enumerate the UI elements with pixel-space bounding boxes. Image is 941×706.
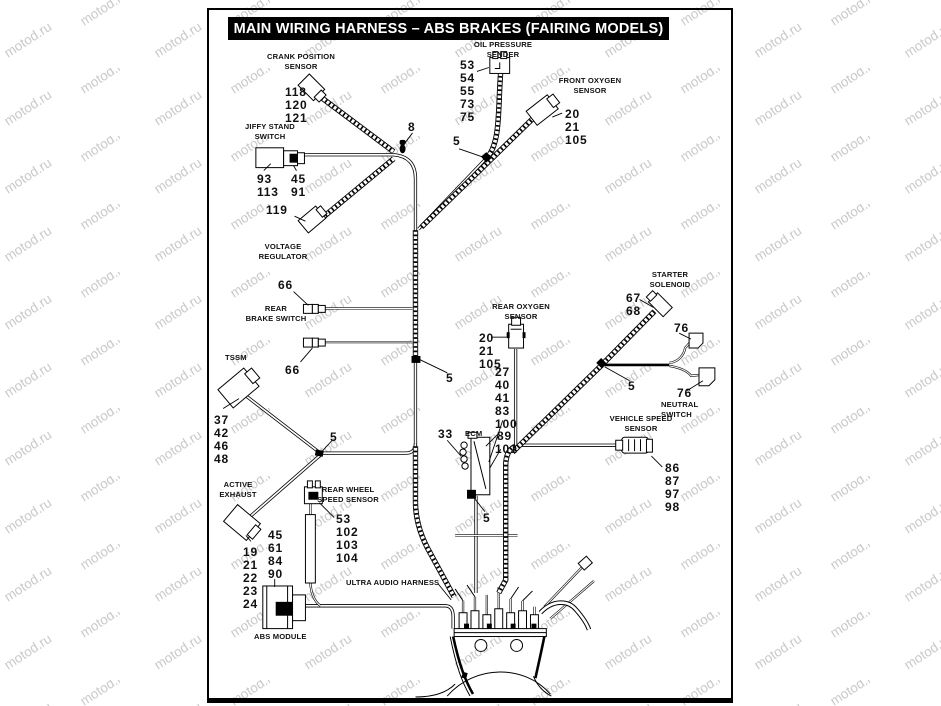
jiffy-stand-switch-connector — [255, 147, 305, 169]
leader-lines — [222, 67, 704, 601]
callout-crank-position-sensor: 118 120 121 — [285, 85, 308, 125]
clip-5-starter — [596, 358, 607, 369]
label-rear-wheel-speed-sensor: REAR WHEEL SPEED SENSOR — [317, 485, 379, 504]
callout-front-oxygen-sensor: 20 21 105 — [565, 107, 588, 147]
fender-outline — [415, 636, 552, 698]
active-exhaust-connector — [222, 503, 262, 542]
callout-66-lower: 66 — [285, 363, 300, 377]
harness-drawing — [217, 51, 716, 698]
label-active-exhaust: ACTIVE EXHAUST — [219, 480, 257, 499]
callout-oil-pressure-sender: 53 54 55 73 75 — [460, 58, 475, 124]
starter-solenoid-connector — [645, 290, 673, 318]
diagram-title: MAIN WIRING HARNESS – ABS BRAKES (FAIRIN… — [228, 17, 669, 40]
callout-rear-wheel-speed-sensor: 53 102 103 104 — [336, 512, 359, 565]
label-ultra-audio-harness: ULTRA AUDIO HARNESS — [346, 578, 440, 587]
callout-rear-oxygen-sensor: 20 21 105 — [479, 331, 502, 371]
callout-tssm: 37 42 46 48 — [214, 413, 229, 466]
label-oil-pressure-sender: OIL PRESSURE SENDER — [473, 40, 533, 59]
neutral-switch-connector-upper — [688, 332, 704, 349]
braided-conduits — [316, 71, 657, 599]
callout-5-tssm: 5 — [330, 430, 338, 444]
callout-33: 33 — [438, 427, 453, 441]
callout-76-lower: 76 — [677, 386, 692, 400]
callout-66-upper: 66 — [278, 278, 293, 292]
main-connector-block — [453, 608, 547, 679]
label-voltage-regulator: VOLTAGE REGULATOR — [258, 242, 308, 261]
rear-oxygen-sensor-connector — [506, 316, 526, 349]
crank-position-sensor-connector — [297, 73, 327, 103]
callout-jiffy-left: 93 113 — [257, 172, 279, 199]
clip-5-oil — [481, 152, 492, 163]
callout-101: 101 — [495, 442, 518, 456]
label-neutral-switch: NEUTRAL SWITCH — [661, 400, 699, 419]
rear-brake-switch-connector-lower — [302, 337, 326, 348]
diagram-frame: MAIN WIRING HARNESS – ABS BRAKES (FAIRIN… — [207, 8, 733, 703]
label-tssm: TSSM — [225, 353, 247, 362]
abs-module — [262, 585, 306, 630]
oil-pressure-sender-connector — [489, 51, 511, 74]
callout-5-ecm: 5 — [483, 511, 491, 525]
label-jiffy-stand-switch: JIFFY STAND SWITCH — [245, 122, 295, 141]
label-starter-solenoid: STARTER SOLENOID — [649, 270, 691, 289]
callout-starter-solenoid: 67 68 — [626, 291, 641, 318]
callout-rear-oxygen-harness: 27 40 41 83 100 — [495, 365, 518, 431]
rear-brake-switch-connector-upper — [302, 303, 326, 314]
callout-vehicle-speed-sensor: 86 87 97 98 — [665, 461, 680, 514]
callout-76-upper: 76 — [674, 321, 689, 335]
tssm-connector — [217, 367, 261, 409]
ecm — [459, 431, 491, 499]
callout-119: 119 — [266, 203, 288, 217]
clip-5-trunk — [411, 355, 421, 363]
aux-connector-tip — [577, 555, 594, 571]
callout-5-trunk: 5 — [446, 371, 454, 385]
vehicle-speed-sensor-connector — [615, 436, 653, 454]
harness-wires — [245, 71, 702, 698]
label-front-oxygen-sensor: FRONT OXYGEN SENSOR — [558, 76, 622, 95]
neutral-switch-connector-lower — [698, 367, 716, 387]
voltage-regulator-connector-119 — [297, 205, 328, 234]
label-rear-brake-switch: REAR BRAKE SWITCH — [245, 304, 307, 323]
label-ecm: ECM — [465, 429, 483, 438]
callout-5-oil: 5 — [453, 134, 461, 148]
callout-8: 8 — [408, 120, 416, 134]
callout-active-exhaust-left: 19 21 22 23 24 — [243, 545, 258, 611]
rear-wheel-sensor-conduit — [304, 514, 316, 584]
connectors — [217, 51, 716, 679]
callout-jiffy-right: 45 91 — [291, 172, 306, 199]
label-crank-position-sensor: CRANK POSITION SENSOR — [267, 52, 335, 71]
callout-active-exhaust-right: 45 61 84 90 — [268, 528, 283, 581]
callout-89: 89 — [497, 429, 512, 443]
rear-wheel-speed-sensor-connector — [303, 480, 323, 505]
callout-5-starter: 5 — [628, 379, 636, 393]
label-abs-module: ABS MODULE — [254, 632, 307, 641]
clip-8 — [399, 139, 406, 154]
label-vehicle-speed-sensor: VEHICLE SPEED SENSOR — [609, 414, 673, 433]
front-oxygen-sensor-connector — [525, 93, 561, 127]
label-rear-oxygen-sensor: REAR OXYGEN SENSOR — [492, 302, 550, 321]
